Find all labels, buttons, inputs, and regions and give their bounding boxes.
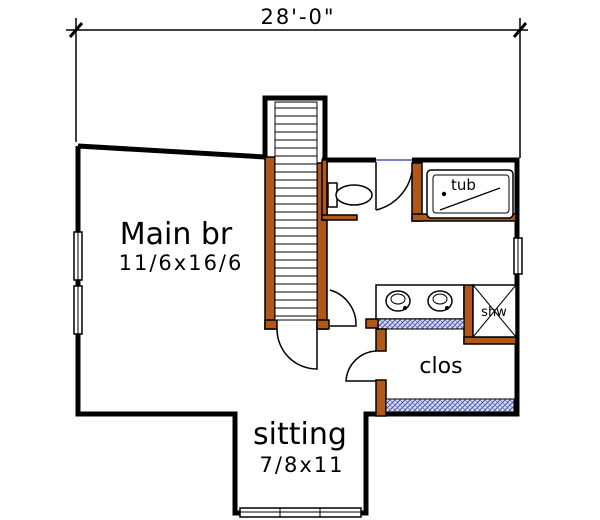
staircase xyxy=(262,95,330,330)
vanity-double-sink xyxy=(375,284,465,320)
sitting-size: 7/8x11 xyxy=(260,453,345,477)
stair-door-swing xyxy=(276,328,318,370)
bath-left-wall xyxy=(321,159,328,221)
tub-label: tub xyxy=(451,176,476,194)
closet-wall-left xyxy=(375,379,387,417)
closet-label: clos xyxy=(419,354,462,379)
closet-shelf-top xyxy=(375,318,465,330)
closet-door-swing xyxy=(345,350,377,382)
bath-lower-wall xyxy=(321,214,358,221)
shower-label: shw xyxy=(481,305,507,320)
window-sitting xyxy=(239,507,362,518)
closet-wall-stub xyxy=(375,328,387,352)
exterior-wall-right xyxy=(378,157,520,417)
main-bedroom-name: Main br xyxy=(120,217,233,252)
tub-wall xyxy=(411,162,423,222)
exterior-wall xyxy=(75,143,378,516)
closet-wall-corner xyxy=(365,318,379,329)
shower-wall xyxy=(463,284,474,344)
sitting-name: sitting xyxy=(253,417,347,452)
window-left-upper xyxy=(73,231,83,281)
overall-dimension-label: 28'-0" xyxy=(260,5,335,29)
window-right xyxy=(513,237,523,275)
bathtub-icon xyxy=(426,169,514,219)
toilet-icon xyxy=(327,182,373,208)
main-bedroom-size: 11/6x16/6 xyxy=(119,251,244,275)
closet-shelf-bottom xyxy=(385,398,515,413)
overall-dimension-line xyxy=(66,18,528,158)
wc-door-swing xyxy=(375,171,413,211)
shower-icon xyxy=(472,284,517,338)
hall-door-swing xyxy=(329,289,357,327)
window-left-lower xyxy=(73,285,83,335)
shower-wall-bottom xyxy=(463,336,517,345)
